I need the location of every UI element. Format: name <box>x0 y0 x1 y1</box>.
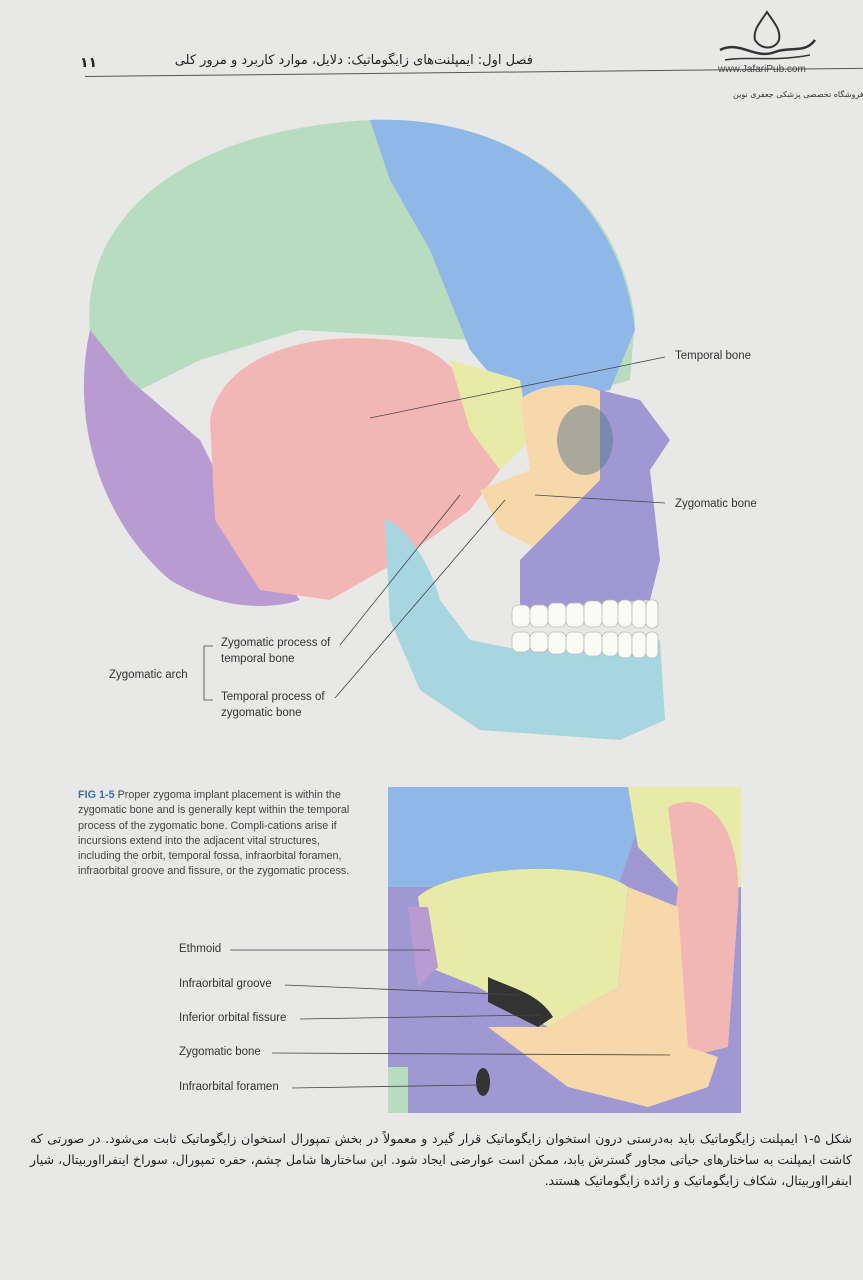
inset-leader-lines <box>230 949 671 1089</box>
teeth <box>511 599 659 659</box>
orbit-inset-illustration <box>388 787 741 1113</box>
label-infraorbital-foramen: Infraorbital foramen <box>179 1081 279 1093</box>
label-temporal-process-1: Temporal process of <box>221 691 325 703</box>
figure-label: FIG 1-5 <box>78 789 115 801</box>
label-zygomatic-process-2: temporal bone <box>221 653 295 665</box>
label-ethmoid: Ethmoid <box>179 943 222 955</box>
label-temporal-bone: Temporal bone <box>675 350 752 362</box>
mandible <box>385 520 665 740</box>
temporal-bone <box>210 338 500 600</box>
sphenoid-bone <box>450 360 530 470</box>
maxilla <box>520 390 670 610</box>
orbit <box>557 405 613 475</box>
chapter-title: فصل اول: ایمپلنت‌های زایگوماتیک: دلایل، … <box>174 53 533 68</box>
publisher-url: www.JafariPub.com <box>718 64 806 75</box>
page-number: ۱۱ <box>80 55 98 71</box>
label-infraorbital-groove: Infraorbital groove <box>179 978 272 990</box>
label-zygomatic-process-1: Zygomatic process of <box>221 637 331 649</box>
label-zygomatic-arch: Zygomatic arch <box>109 669 188 681</box>
publisher-subtitle: فروشگاه تخصصی پزشکی جعفری نوین <box>733 90 863 99</box>
figure-caption: FIG 1-5 Proper zygoma implant placement … <box>78 788 356 880</box>
persian-caption: شکل ۵-۱ ایمپلنت زایگوماتیک باید به‌درستی… <box>30 1131 853 1188</box>
label-inset-zygomatic-bone: Zygomatic bone <box>179 1046 261 1058</box>
figure-caption-text: Proper zygoma implant placement is withi… <box>78 789 350 878</box>
label-zygomatic-bone: Zygomatic bone <box>675 498 757 510</box>
label-inferior-orbital-fissure: Inferior orbital fissure <box>179 1012 287 1024</box>
frontal-bone <box>370 119 635 410</box>
skull-lateral-illustration <box>83 119 670 740</box>
publisher-logo <box>719 10 817 61</box>
label-temporal-process-2: zygomatic bone <box>221 707 302 719</box>
